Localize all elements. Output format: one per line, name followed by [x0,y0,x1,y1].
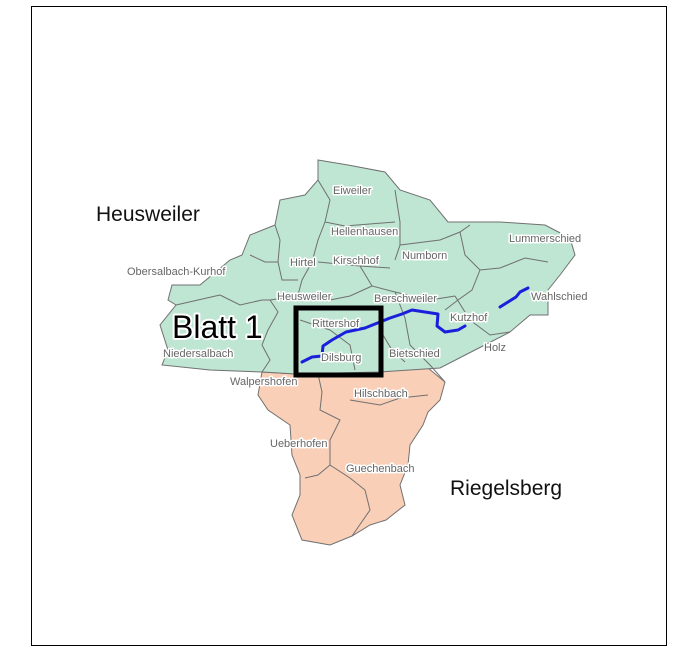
place-dilsburg: Dilsburg [321,352,361,364]
place-kirschhof: Kirschhof [333,255,380,267]
place-eiweiler: Eiweiler [333,185,372,197]
river-east [498,286,530,309]
place-rittershof: Rittershof [312,318,360,330]
municipality-map: Eiweiler Hellenhausen Lummerschied Obers… [96,159,589,546]
place-guechenbach: Guechenbach [346,463,415,475]
place-obersalbach: Obersalbach-Kurhof [127,266,226,278]
place-bietschied: Bietschied [389,348,440,360]
region-label-riegelsberg: Riegelsberg [450,477,562,500]
place-hilschbach: Hilschbach [354,388,408,400]
place-numborn: Numborn [402,250,447,262]
blatt-1-label: Blatt 1 [172,309,263,345]
river [300,308,467,364]
place-ueberhofen: Ueberhofen [270,438,328,450]
place-walpershofen: Walpershofen [230,376,297,388]
place-heusweiler: Heusweiler [277,291,332,303]
place-wahlschied: Wahlschied [531,291,587,303]
district-boundaries [175,179,549,537]
blatt-1-frame [293,305,384,378]
place-berschweiler: Berschweiler [374,293,437,305]
place-holz: Holz [484,342,506,354]
place-niedersalbach: Niedersalbach [163,348,233,360]
riegelsberg-area [257,367,446,546]
place-kutzhof: Kutzhof [450,312,488,324]
place-lummerschied: Lummerschied [509,233,581,245]
place-hellenhausen: Hellenhausen [331,226,398,238]
place-hirtel: Hirtel [290,257,316,269]
region-label-heusweiler: Heusweiler [96,203,200,226]
